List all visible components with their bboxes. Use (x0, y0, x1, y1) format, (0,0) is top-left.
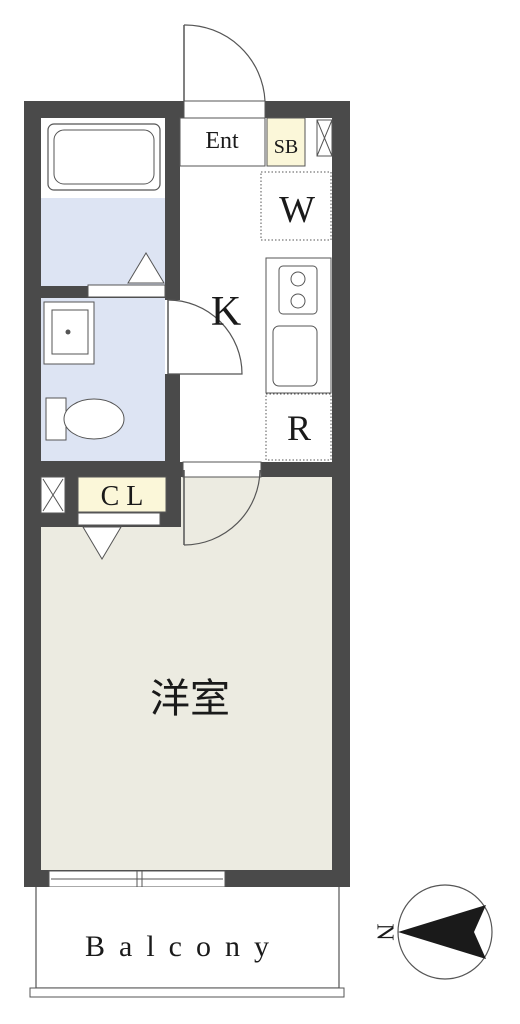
bathtub-inner (53, 129, 155, 185)
north-arrow-icon (398, 905, 486, 959)
bath-door-arrow (127, 252, 165, 284)
pipe-shaft-cross (316, 119, 333, 157)
washbasin-bowl (51, 309, 89, 355)
balcony-rail (29, 987, 345, 998)
north-label: N (371, 923, 397, 940)
kitchen-label: K (211, 289, 241, 335)
western-room-label: 洋室 (150, 676, 230, 722)
closet-door (77, 512, 161, 526)
washroom-door-swing (167, 299, 243, 375)
entrance-step (179, 117, 266, 167)
stove (278, 265, 318, 315)
room-door-swing (183, 469, 261, 546)
entrance-door-gap (183, 100, 266, 119)
bath-door-gap (87, 284, 166, 298)
closet-shaft-cross (42, 478, 64, 512)
sink (272, 325, 318, 387)
burner-icon (290, 293, 306, 309)
entrance-label: Ent (205, 128, 239, 154)
washer-space (260, 171, 332, 241)
burner-icon (290, 271, 306, 287)
closet (77, 476, 167, 513)
shoe-box-label: SB (274, 136, 298, 158)
toilet-tank (45, 397, 67, 441)
western-room-floor (41, 477, 332, 870)
entrance-door-swing (183, 24, 266, 102)
washer-label: W (279, 189, 315, 231)
bathtub (47, 123, 161, 191)
bathroom-upper (41, 118, 165, 198)
room-door-gap (182, 461, 262, 478)
fridge-label: R (287, 408, 311, 448)
shoe-box (266, 117, 306, 167)
closet-label: C L (101, 481, 144, 512)
fridge-space (265, 393, 332, 461)
closet-door-arrow (82, 526, 122, 560)
drain-icon (65, 329, 71, 335)
balcony-label: Balcony (85, 930, 283, 963)
compass: N (371, 884, 493, 980)
toilet-bowl (63, 398, 125, 440)
